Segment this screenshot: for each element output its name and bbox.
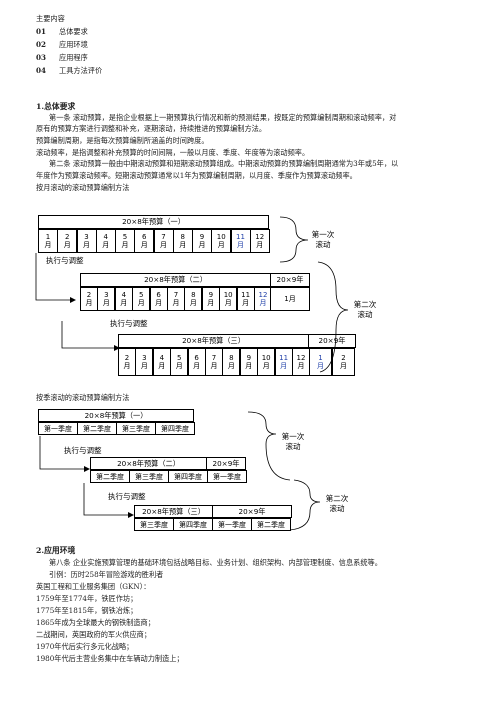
section2-line: 二战期间，英国政府的军火供应商； [36,630,152,639]
q-exec-adjust-label-1: 执行与调整 [64,446,102,455]
q-second-roll-note: 第二次 滚动 [325,494,349,513]
exec-adjust-label-1: 执行与调整 [46,256,84,265]
second-roll-note: 第二次 滚动 [353,300,377,319]
toc-item: 应用环境 [59,40,88,49]
section2-heading: 2.应用环境 [36,546,76,555]
q-exec-adjust-label-2: 执行与调整 [108,492,146,501]
section2-line: 1775年至1815年，钢铁冶炼； [36,606,138,615]
q-year9-header-3: 20×9年 [212,505,292,518]
next-year-cell-2: 1月 [270,287,310,311]
section1-p4b: 年度作为预算滚动频率。短期滚动预算通常以1年为预算编制周期，以月度、季度作为预算… [36,171,357,180]
section2-line: 1980年代后主营业务集中在车辆动力制造上； [36,654,184,663]
toc-item: 工具方法评价 [59,66,103,75]
quarter-cell: 第二季度 [77,422,117,435]
q-first-roll-note: 第一次 滚动 [281,432,305,451]
toc-number: 04 [36,66,47,75]
quarter-cell: 第三季度 [116,422,156,435]
section2-line: 引例：历时258年冒险游戏的胜利者 [49,570,164,579]
toc-number: 03 [36,53,47,62]
section1-heading: 1.总体要求 [36,102,76,111]
section1-p4: 第二条 滚动预算一般由中期滚动预算和短期滚动预算组成。中期滚动预算的预算编制周期… [49,159,399,168]
quarter-cell: 第一季度 [207,470,247,483]
toc-title: 主要内容 [36,14,65,23]
quarter-cell: 第二季度 [251,518,291,531]
q-year9-header-2: 20×9年 [206,457,246,470]
quarter-cell: 第三季度 [134,518,174,531]
budget-header-3: 20×8年预算（三） [118,334,309,348]
section2-line: 英国工程和工业服务集团（GKN）： [36,582,151,591]
year9-header-2: 20×9年 [270,273,310,287]
year9-header-3: 20×9年 [308,334,356,348]
quarter-cell: 第四季度 [155,422,195,435]
toc-number: 02 [36,40,47,49]
quarterly-caption: 按季滚动的滚动预算编制方法 [36,393,130,402]
section1-p3: 滚动频率，是指调整和补充预算的时间间隔，一般以月度、季度、年度等为滚动频率。 [36,148,310,157]
section2-line: 1970年代后实行多元化战略； [36,642,134,651]
section1-p1b: 原有的预算方案进行调整和补充，逐期滚动，持续推进的预算编制方法。 [36,124,267,133]
quarter-cell: 第四季度 [168,470,208,483]
budget-header-1: 20×8年预算（一） [38,215,269,229]
exec-adjust-label-2: 执行与调整 [110,319,148,328]
toc-item: 应用程序 [59,53,88,62]
section2-line: 1865年成为全球最大的钢铁制造商； [36,618,155,627]
first-roll-note: 第一次 滚动 [311,230,335,249]
q-budget-header-1: 20×8年预算（一） [38,409,194,422]
toc-number: 01 [36,27,47,36]
toc-item: 总体要求 [59,27,88,36]
section2-p1: 第八条 企业实施预算管理的基础环境包括战略目标、业务计划、组织架构、内部管理制度… [49,558,382,567]
section1-p1: 第一条 滚动预算，是指企业根据上一期预算执行情况和新的预测结果，按既定的预算编制… [49,113,397,122]
section1-p2: 预算编制周期，是指每次预算编制所涵盖的时间跨度。 [36,136,209,145]
q-budget-header-2: 20×8年预算（二） [90,457,207,470]
section2-line: 1759年至1774年，铁匠作坊； [36,594,138,603]
monthly-caption: 按月滚动的滚动预算编制方法 [36,183,130,192]
